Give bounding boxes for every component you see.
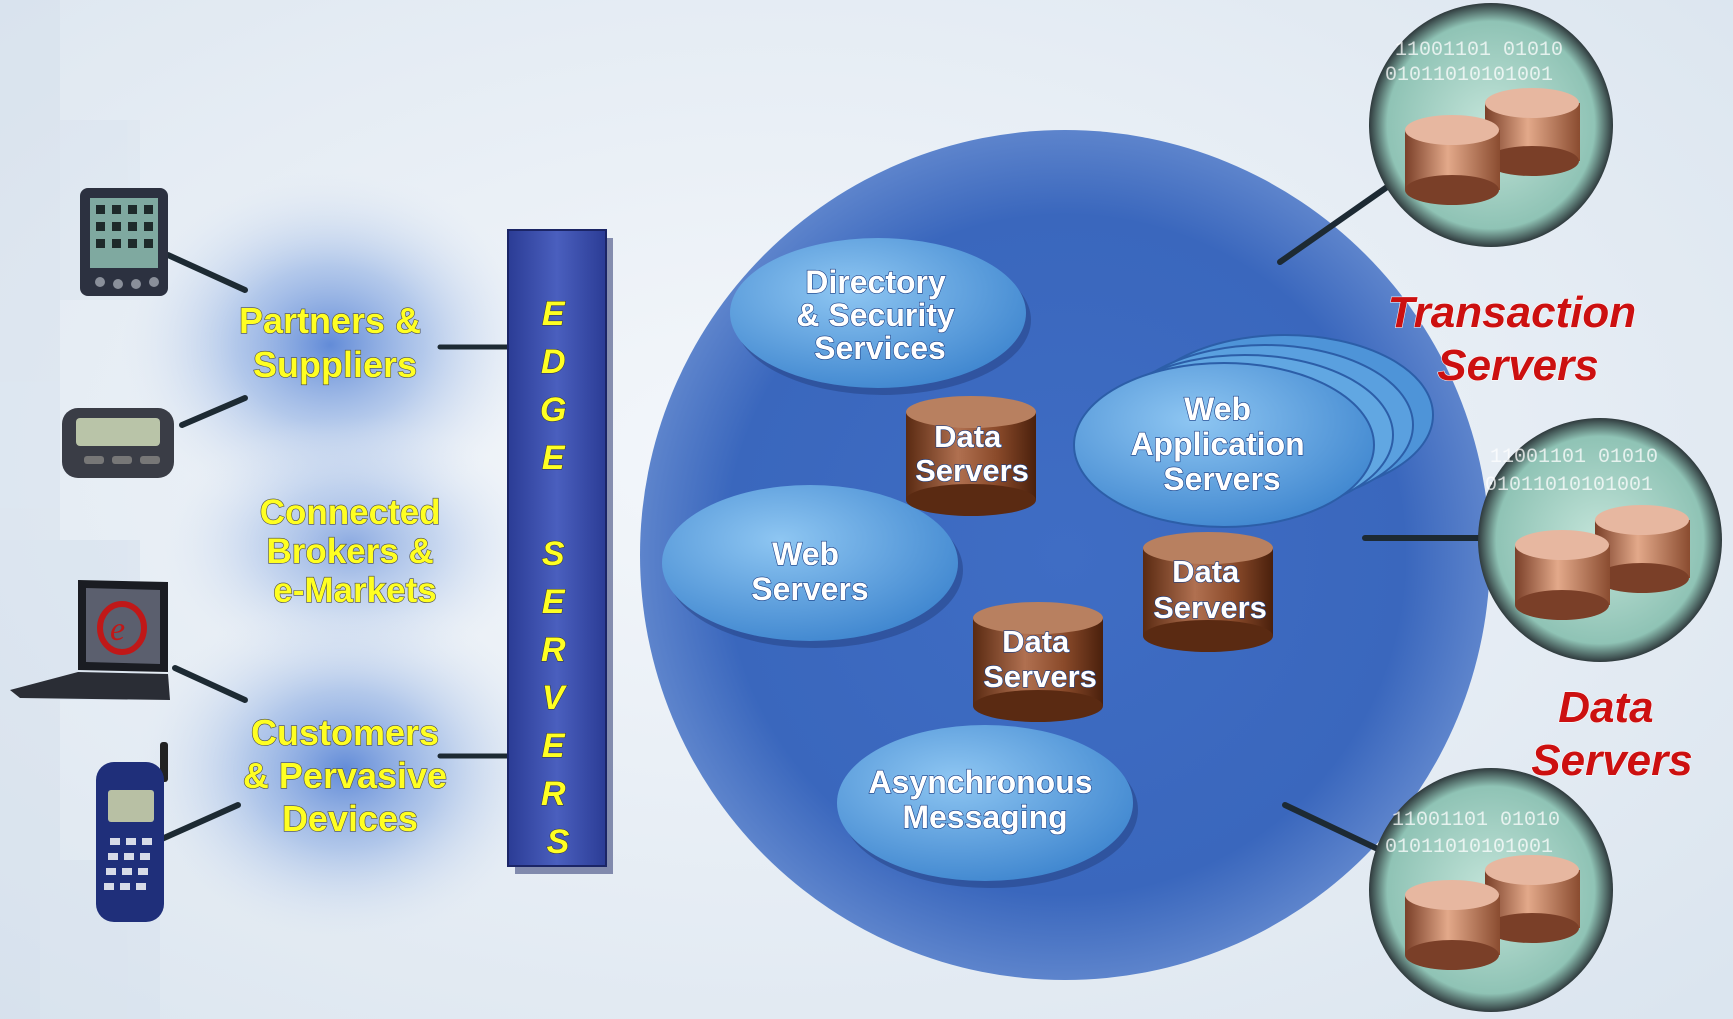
brokers-label: Connected Brokers & e-Markets (260, 493, 451, 610)
edge-servers-bar (507, 229, 607, 867)
database-icon-data-bottom (1405, 855, 1580, 970)
transaction-servers-label: Transaction Servers (1388, 288, 1649, 390)
database-icon-data-servers-2: Data Servers (1143, 532, 1273, 652)
database-icon-data-servers-3: Data Servers (973, 602, 1103, 722)
web-app-servers-label: Web Application Servers (1130, 391, 1313, 497)
pda-icon (80, 188, 168, 296)
database-icon-transaction (1405, 88, 1580, 205)
data-servers-3-label: Data Servers (983, 624, 1097, 694)
async-messaging-label: Asynchronous Messaging (869, 764, 1102, 835)
web-servers-label: Web Servers (751, 536, 868, 607)
customers-glow (135, 595, 555, 945)
connector-transaction (1277, 182, 1393, 265)
data-servers-1-label: Data Servers (915, 419, 1029, 488)
customers-label: Customers & Pervasive Devices (243, 712, 457, 839)
laptop-icon: e (10, 580, 170, 700)
connector-data-bottom (1282, 802, 1383, 853)
connector-phone (152, 802, 241, 845)
brokers-glow (160, 415, 540, 675)
database-icon-data-mid (1515, 505, 1690, 620)
connector-laptop (172, 665, 248, 703)
partners-label: Partners & Suppliers (239, 300, 431, 385)
database-icon-data-servers-1: Data Servers (906, 396, 1036, 516)
connector-pda (165, 252, 248, 293)
connector-pager (179, 395, 248, 428)
background-tiles (0, 0, 160, 1019)
edge-servers-label: E D G E S E R V E R S (540, 295, 576, 861)
pager-icon (62, 408, 174, 478)
data-servers-2-label: Data Servers (1153, 554, 1267, 625)
data-servers-label: Data Servers (1531, 683, 1692, 785)
web-app-servers-node: Web Application Servers (1073, 334, 1434, 528)
directory-label: Directory & Security Services (796, 264, 963, 366)
web-servers-node: Web Servers (662, 485, 963, 648)
connector-lines (152, 182, 1483, 853)
mobile-phone-icon (96, 742, 168, 922)
directory-node: Directory & Security Services (730, 238, 1031, 395)
svg-text:e: e (110, 611, 125, 648)
async-messaging-node: Asynchronous Messaging (837, 725, 1138, 888)
